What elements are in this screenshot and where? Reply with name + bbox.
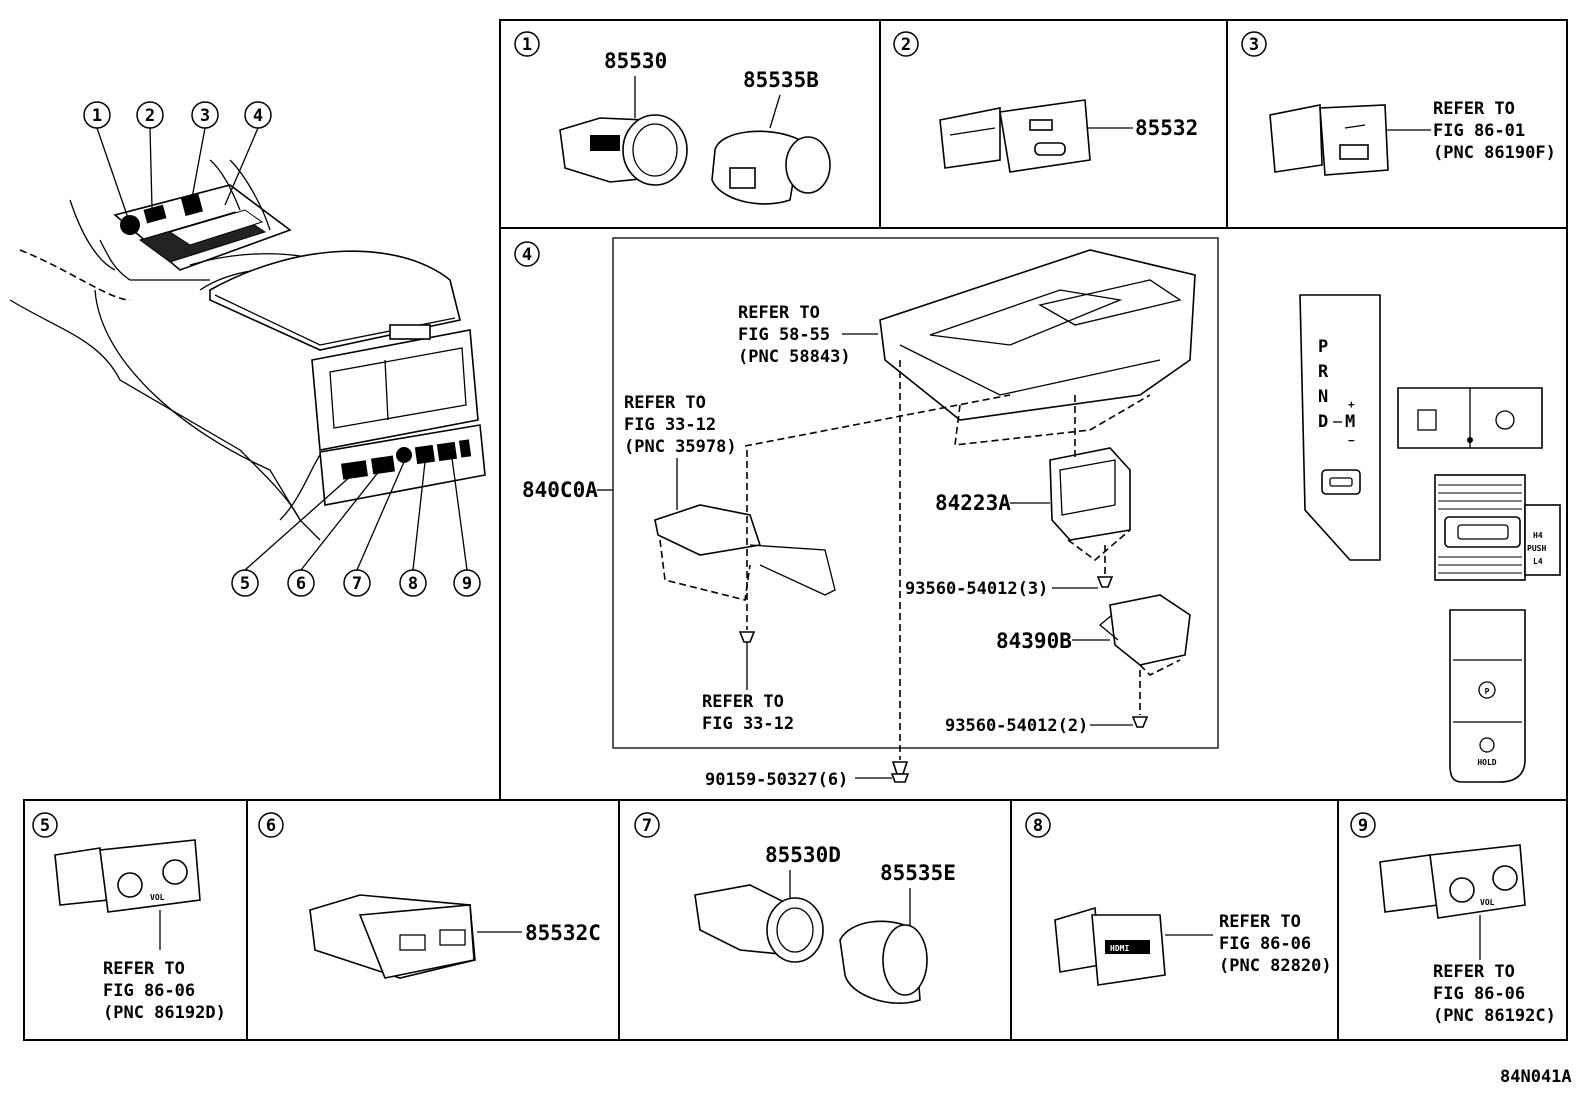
panel-6-label: 6 [266, 816, 276, 836]
bracket-drawing [654, 504, 836, 601]
panel-2: 2 85532 [893, 31, 1198, 173]
panel-5-ref-line2[interactable]: FIG 86-06 [103, 981, 195, 1001]
shift-m: M [1345, 412, 1355, 432]
label-push: PUSH [1527, 544, 1546, 553]
panel-8-label: 8 [1033, 816, 1043, 836]
shift-minus: − [1348, 434, 1355, 447]
panel-3-label: 3 [1249, 35, 1259, 55]
callout-6: 6 [296, 574, 306, 594]
hdmi-port-drawing: HDMI [1054, 906, 1166, 986]
panel-2-label: 2 [901, 35, 911, 55]
callout-2: 2 [145, 106, 155, 126]
part-84223a[interactable]: 84223A [935, 491, 1011, 515]
usb-port-drawing [1269, 104, 1389, 176]
panel-4-ref-top-line1[interactable]: REFER TO [738, 303, 820, 323]
transfer-switch: H4 PUSH L4 [1434, 474, 1561, 581]
panel-4-ref-top-line2[interactable]: FIG 58-55 [738, 325, 830, 345]
rear-audio-jack-drawing: VOL [1379, 844, 1526, 919]
shift-n: N [1318, 387, 1328, 407]
switch-84390b-drawing [1098, 594, 1191, 676]
panel-8-ref-line3[interactable]: (PNC 82820) [1219, 956, 1332, 976]
shift-r: R [1318, 362, 1329, 382]
callout-3: 3 [200, 106, 210, 126]
panel-7-label: 7 [642, 816, 652, 836]
part-85530d[interactable]: 85530D [765, 843, 841, 867]
screw-90159-50327-6[interactable]: 90159-50327(6) [705, 770, 848, 790]
panel-9: 9 VOL REFER TO FIG 86-06 (PNC 86192C) [1350, 812, 1556, 1026]
power-outlet-drawing [939, 99, 1091, 173]
part-84390b[interactable]: 84390B [996, 629, 1072, 653]
part-85535e[interactable]: 85535E [880, 861, 956, 885]
part-840c0a[interactable]: 840C0A [522, 478, 598, 502]
callout-9: 9 [462, 574, 472, 594]
socket-cap-drawing [711, 130, 831, 205]
panel-8-ref-line1[interactable]: REFER TO [1219, 912, 1301, 932]
rear-socket-drawing [694, 884, 824, 963]
screw-93560-54012-2[interactable]: 93560-54012(2) [945, 716, 1088, 736]
panel-4-ref-left-line1[interactable]: REFER TO [624, 393, 706, 413]
panel-1-label: 1 [522, 35, 532, 55]
panel-4-ref-left-line3[interactable]: (PNC 35978) [624, 437, 737, 457]
console-overview: 1 2 3 4 5 6 7 8 9 [9, 101, 486, 597]
shift-d: D [1318, 412, 1328, 432]
diagram-code: 84N041A [1500, 1067, 1572, 1087]
switch-84223a-drawing [1049, 447, 1131, 562]
panel-3: 3 REFER TO FIG 86-01 (PNC 86190F) [1241, 31, 1556, 176]
parking-brake-switch: P HOLD [1449, 609, 1526, 783]
panel-5-knob: VOL [150, 893, 165, 902]
panel-5-ref-line1[interactable]: REFER TO [103, 959, 185, 979]
panel-6: 6 85532C [258, 812, 601, 979]
part-85530[interactable]: 85530 [604, 49, 667, 73]
panel-4: 4 840C0A REFER TO FIG 58-55 (PNC 58843) … [514, 237, 1561, 790]
callout-5: 5 [240, 574, 250, 594]
panel-8: 8 HDMI REFER TO FIG 86-06 (PNC 82820) [1025, 812, 1332, 986]
panel-8-ref-line2[interactable]: FIG 86-06 [1219, 934, 1311, 954]
callout-4: 4 [253, 106, 263, 126]
panel-4-ref-left-line2[interactable]: FIG 33-12 [624, 415, 716, 435]
panel-frames [23, 19, 1568, 1041]
audio-jack-drawing: VOL [54, 839, 201, 913]
panel-4-label: 4 [522, 245, 532, 265]
shifter-gate: P R N D M + − [1299, 294, 1381, 561]
shift-p: P [1318, 337, 1328, 357]
callout-1: 1 [92, 106, 102, 126]
label-p: P [1485, 687, 1490, 696]
cigarette-socket-drawing [559, 114, 688, 186]
panel-9-ref-line2[interactable]: FIG 86-06 [1433, 984, 1525, 1004]
panel-9-ref-line3[interactable]: (PNC 86192C) [1433, 1006, 1556, 1026]
callout-8: 8 [408, 574, 418, 594]
panel-8-button: HDMI [1110, 944, 1129, 953]
panel-5: 5 VOL REFER TO FIG 86-06 (PNC 86192D) [32, 812, 226, 1023]
panel-7: 7 85530D 85535E [634, 812, 956, 1004]
part-85532[interactable]: 85532 [1135, 116, 1198, 140]
panel-4-ref-bottom-line2[interactable]: FIG 33-12 [702, 714, 794, 734]
drive-mode-panel [1397, 387, 1543, 449]
panel-3-ref-line2[interactable]: FIG 86-01 [1433, 121, 1525, 141]
panel-3-ref-line1[interactable]: REFER TO [1433, 99, 1515, 119]
panel-5-ref-line3[interactable]: (PNC 86192D) [103, 1003, 226, 1023]
label-hold: HOLD [1477, 758, 1496, 767]
shift-plus: + [1348, 398, 1355, 411]
panel-5-label: 5 [40, 816, 50, 836]
panel-9-knob: VOL [1480, 898, 1495, 907]
console-frame-drawing [879, 249, 1196, 446]
panel-4-ref-top-line3[interactable]: (PNC 58843) [738, 347, 851, 367]
panel-4-ref-bottom-line1[interactable]: REFER TO [702, 692, 784, 712]
dual-outlet-drawing [309, 894, 476, 979]
panel-9-label: 9 [1358, 816, 1368, 836]
panel-9-ref-line1[interactable]: REFER TO [1433, 962, 1515, 982]
callout-7: 7 [352, 574, 362, 594]
panel-1: 1 85530 85535B [514, 31, 831, 205]
label-h4: H4 [1533, 531, 1543, 540]
part-85535b[interactable]: 85535B [743, 68, 819, 92]
rear-socket-cap-drawing [839, 920, 928, 1004]
screw-93560-54012-3[interactable]: 93560-54012(3) [905, 579, 1048, 599]
part-85532c[interactable]: 85532C [525, 921, 601, 945]
label-l4: L4 [1533, 557, 1543, 566]
panel-3-ref-line3[interactable]: (PNC 86190F) [1433, 143, 1556, 163]
